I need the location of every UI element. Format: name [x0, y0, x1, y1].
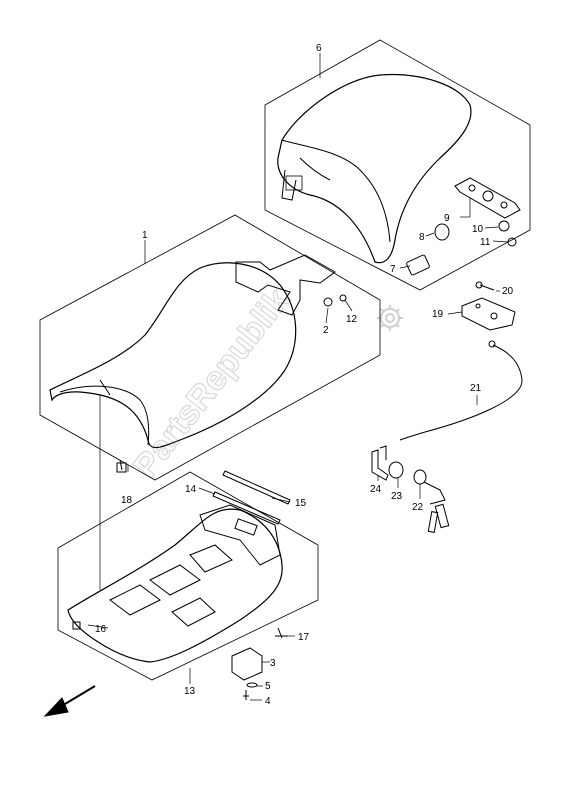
pillion-seat-group	[264, 39, 531, 291]
callout-16: 16	[95, 624, 107, 635]
callout-2: 2	[323, 325, 329, 336]
callout-11: 11	[480, 237, 491, 248]
callout-6: 6	[316, 43, 322, 54]
callout-19: 19	[432, 309, 444, 320]
undertray-group	[57, 470, 319, 700]
callout-21: 21	[470, 383, 482, 394]
callout-17: 17	[298, 632, 310, 643]
callouts: 6 1 2 12 7 8 9 10 11 20 19 21 18 14 15 2…	[95, 43, 514, 707]
callout-9: 9	[444, 213, 450, 224]
callout-7: 7	[390, 264, 396, 275]
callout-24: 24	[370, 484, 382, 495]
callout-4: 4	[265, 696, 271, 707]
callout-23: 23	[391, 491, 403, 502]
arrow-down-left-icon	[43, 685, 96, 717]
callout-5: 5	[265, 681, 271, 692]
callout-20: 20	[502, 286, 514, 297]
gear-icon	[377, 305, 403, 331]
watermark: PartsRepublik	[126, 281, 298, 486]
watermark-text: PartsRepublik	[126, 281, 297, 485]
callout-3: 3	[270, 658, 276, 669]
callout-12: 12	[346, 314, 358, 325]
leader-lines	[87, 53, 509, 701]
callout-18: 18	[121, 495, 133, 506]
callout-8: 8	[419, 232, 425, 243]
callout-1: 1	[142, 230, 148, 241]
callout-10: 10	[472, 224, 484, 235]
callout-15: 15	[295, 498, 307, 509]
front-seat-group	[39, 214, 381, 590]
callout-13: 13	[184, 686, 196, 697]
callout-22: 22	[412, 502, 424, 513]
callout-14: 14	[185, 484, 197, 495]
